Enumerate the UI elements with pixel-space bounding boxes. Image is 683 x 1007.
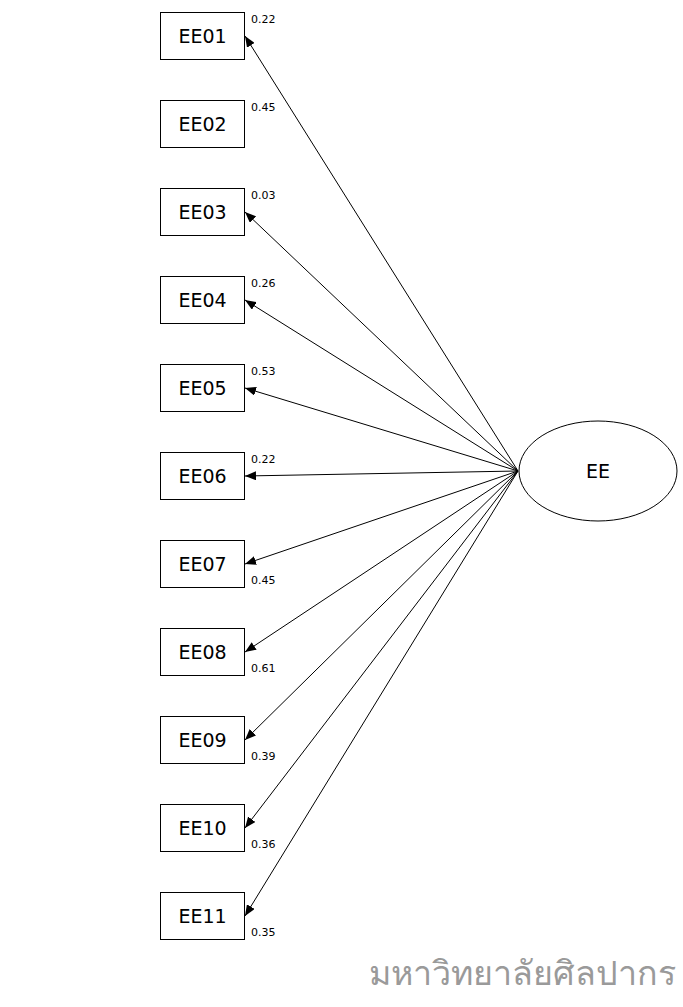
- node-label: EE11: [178, 905, 226, 927]
- loading-value: 0.39: [250, 750, 277, 763]
- indicator-box: EE01: [160, 12, 245, 60]
- watermark-text: มหาวิทยาลัยศิลปากร: [369, 946, 676, 1000]
- node-label: EE01: [178, 25, 226, 47]
- node-label: EE08: [178, 641, 226, 663]
- node-label: EE05: [178, 377, 226, 399]
- indicator-box: EE08: [160, 628, 245, 676]
- loading-arrow: [245, 471, 518, 476]
- indicator-box: EE07: [160, 540, 245, 588]
- node-label: EE09: [178, 729, 226, 751]
- indicator-box: EE11: [160, 892, 245, 940]
- node-label: EE07: [178, 553, 226, 575]
- node-label: EE: [586, 460, 610, 482]
- indicator-box: EE04: [160, 276, 245, 324]
- loading-value: 0.53: [250, 365, 277, 378]
- loading-arrow: [245, 471, 518, 740]
- indicator-box: EE09: [160, 716, 245, 764]
- node-label: EE03: [178, 201, 226, 223]
- loading-arrow: [245, 471, 518, 652]
- loading-value: 0.61: [250, 662, 277, 675]
- loading-arrow: [245, 36, 518, 471]
- loading-arrow: [245, 212, 518, 471]
- loading-value: 0.36: [250, 838, 277, 851]
- node-label: EE02: [178, 113, 226, 135]
- loading-value: 0.26: [250, 277, 277, 290]
- loading-arrow: [245, 300, 518, 471]
- loading-arrow: [245, 471, 518, 828]
- loading-value: 0.35: [250, 926, 277, 939]
- node-label: EE10: [178, 817, 226, 839]
- node-label: EE06: [178, 465, 226, 487]
- node-label: EE04: [178, 289, 226, 311]
- loading-arrow: [245, 471, 518, 564]
- loading-value: 0.45: [250, 574, 277, 587]
- loading-arrow: [245, 471, 518, 916]
- loading-value: 0.22: [250, 13, 277, 26]
- indicator-box: EE03: [160, 188, 245, 236]
- indicator-box: EE10: [160, 804, 245, 852]
- loading-value: 0.45: [250, 101, 277, 114]
- latent-ellipse: EE: [518, 420, 678, 522]
- indicator-box: EE06: [160, 452, 245, 500]
- loading-value: 0.22: [250, 453, 277, 466]
- indicator-box: EE02: [160, 100, 245, 148]
- loading-value: 0.03: [250, 189, 277, 202]
- loading-arrow: [245, 388, 518, 471]
- indicator-box: EE05: [160, 364, 245, 412]
